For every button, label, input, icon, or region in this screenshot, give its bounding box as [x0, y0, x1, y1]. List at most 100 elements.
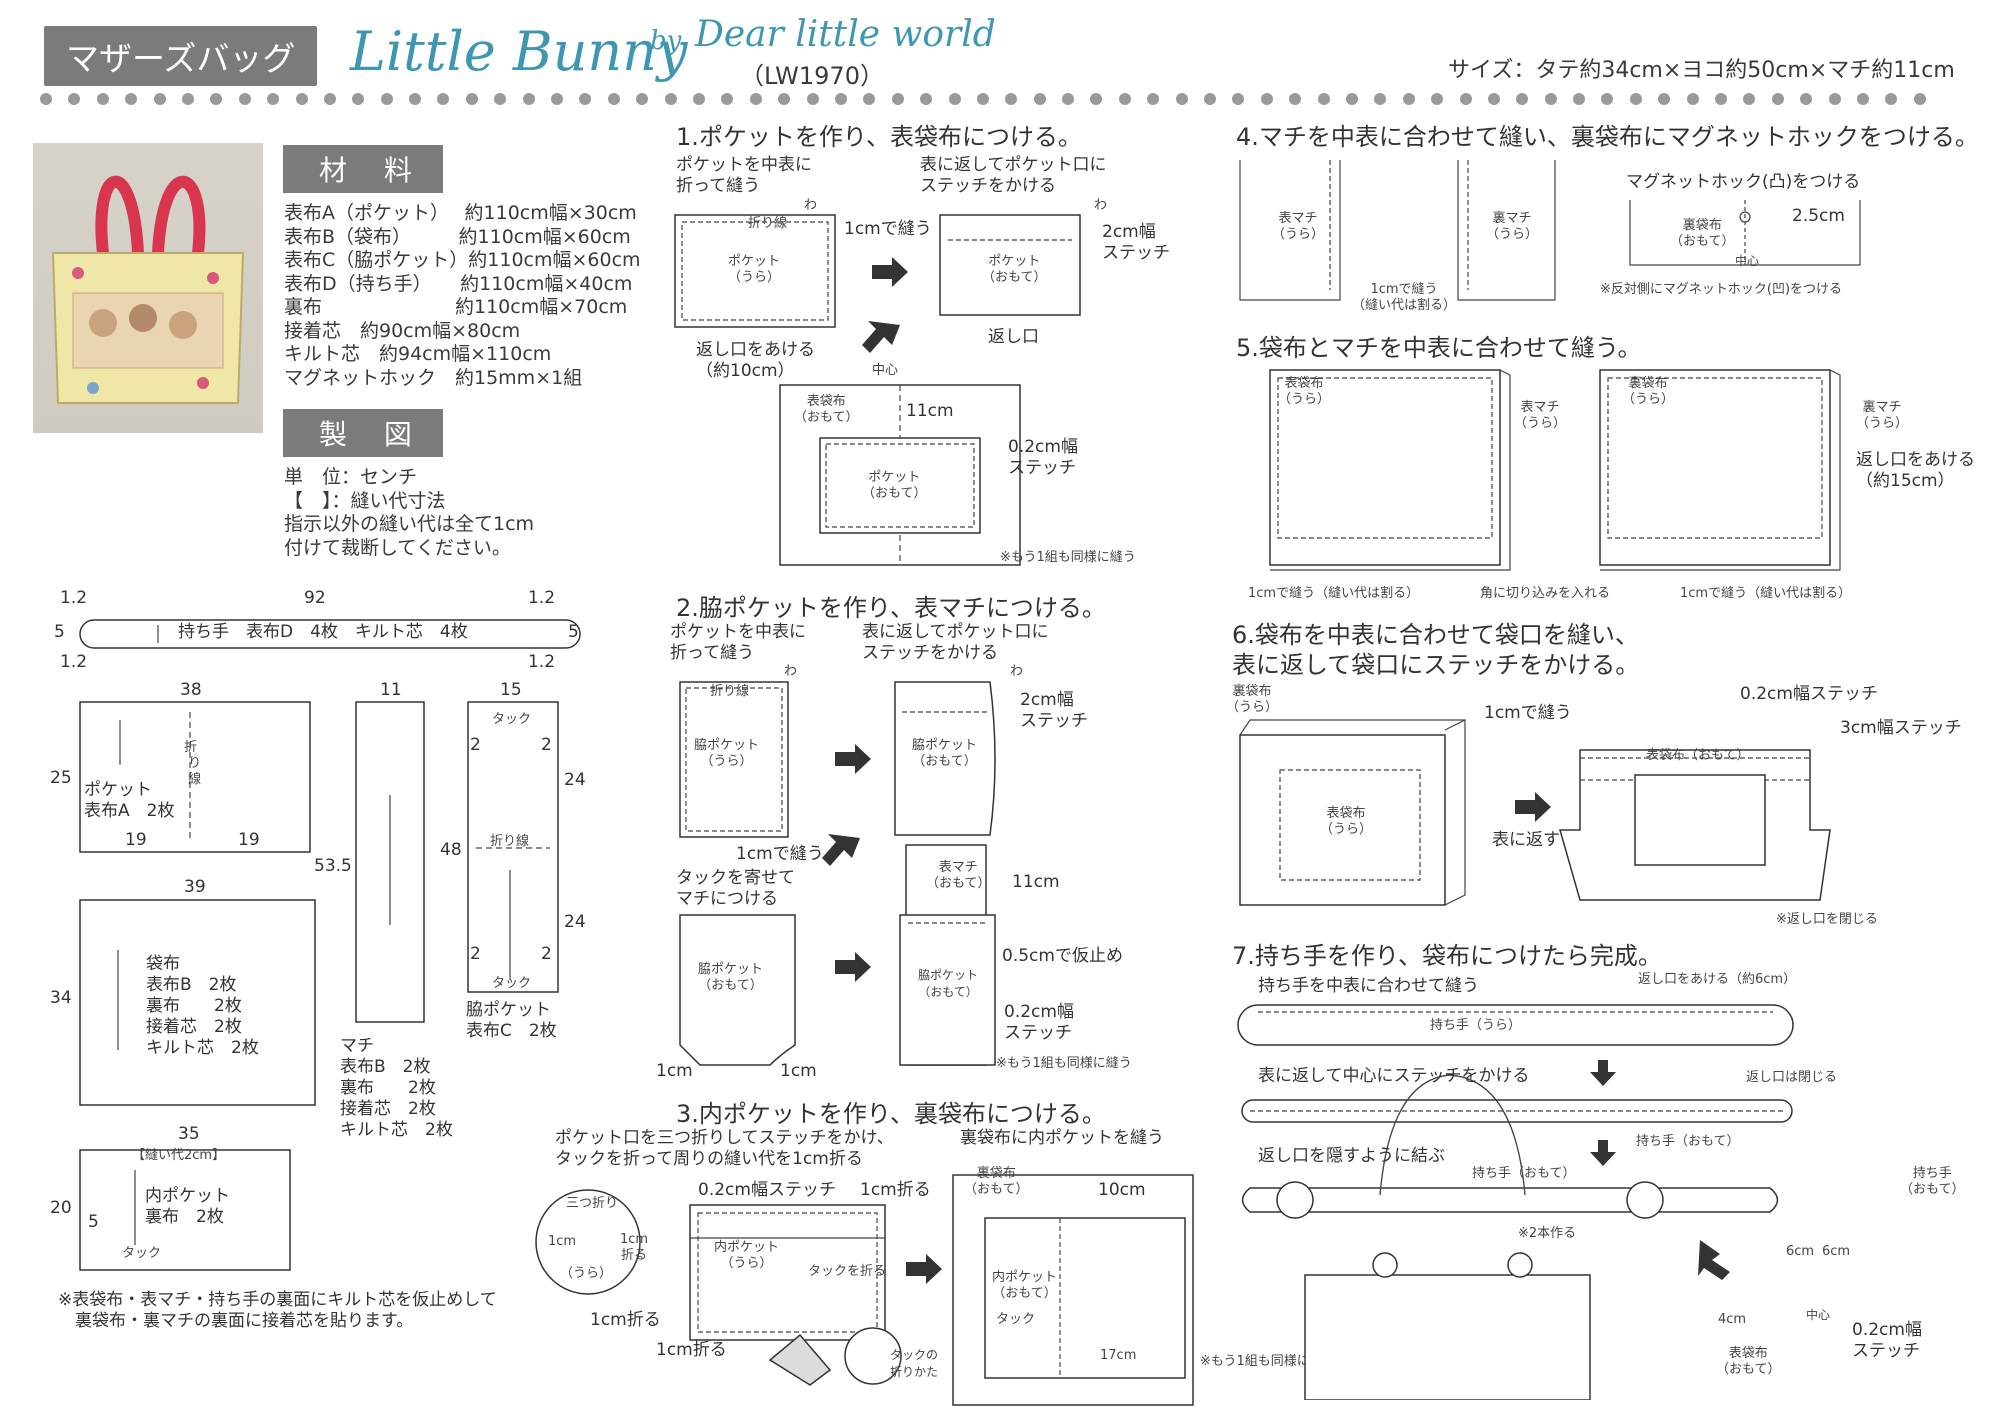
step2-tuck: タックを寄せて マチにつける — [676, 868, 795, 909]
inner-tuck: タック — [122, 1246, 162, 1261]
side-tuck-1: タック — [492, 712, 532, 727]
divider-dot — [1828, 93, 1841, 105]
divider-dot — [863, 93, 876, 105]
pattern-heading: 製 図 — [283, 409, 443, 457]
step3-fold2: 1cm折る — [590, 1310, 661, 1330]
step5-b1: 表袋布 （うら） — [1278, 376, 1331, 407]
step1-wa: わ — [804, 198, 818, 213]
step4-center: 中心 — [1735, 254, 1760, 268]
side-height: 48 — [440, 840, 462, 860]
dotted-divider — [40, 93, 1942, 105]
step7-handle-omote-3: 持ち手 （おもて） — [1900, 1166, 1965, 1197]
step2-instr-b: 表に返してポケット口に ステッチをかける — [862, 622, 1049, 663]
step5-notch: 角に切り込みを入れる — [1480, 586, 1611, 601]
divider-dot — [1601, 93, 1614, 105]
step6-sew1: 1cmで縫う — [1484, 703, 1572, 723]
step4-sew: 1cmで縫う （縫い代は割る） — [1352, 282, 1457, 313]
divider-dot — [96, 93, 109, 105]
divider-dot — [494, 93, 507, 105]
divider-dot — [68, 93, 81, 105]
step3-note: ※もう1組も同様に縫う — [1200, 1354, 1336, 1369]
divider-dot — [522, 93, 535, 105]
material-item: キルト芯 約94cm幅×110cm — [284, 343, 552, 365]
inner-height: 20 — [50, 1198, 72, 1218]
step5-opening: 返し口をあける （約15cm） — [1856, 450, 1975, 491]
step2-title: 2.脇ポケットを作り、表マチにつける。 — [676, 594, 1106, 622]
step3-fold3: 1cm折る — [656, 1340, 727, 1360]
divider-dot — [1118, 93, 1131, 105]
divider-dot — [1033, 93, 1046, 105]
step6-body-omote: 表袋布（おもて） — [1646, 748, 1750, 763]
step7-center: 中心 — [1806, 1308, 1831, 1322]
step2-stitch2: 2cm幅 ステッチ — [1020, 690, 1088, 731]
inner-width: 35 — [178, 1124, 200, 1144]
brand-title: Little Bunny — [350, 20, 688, 83]
step2-baste: 0.5cmで仮止め — [1002, 946, 1123, 966]
divider-dot — [1658, 93, 1671, 105]
side-t3: 2 — [470, 944, 481, 964]
divider-dot — [1204, 93, 1217, 105]
handle-r1: 1.2 — [60, 588, 88, 608]
step7-d6a: 6cm — [1786, 1244, 1815, 1259]
divider-dot — [380, 93, 393, 105]
step1-stitch02: 0.2cm幅 ステッチ — [1008, 437, 1078, 478]
step7-instr-b: 表に返して中心にステッチをかける — [1258, 1066, 1530, 1086]
step2-wa-2: わ — [1010, 664, 1024, 679]
materials-heading: 材 料 — [283, 145, 443, 193]
step5-sew2: 1cmで縫う（縫い代は割る） — [1680, 586, 1852, 601]
handle-label: 持ち手 表布D 4枚 キルト芯 4枚 — [178, 622, 468, 642]
handle-r3: 1.2 — [60, 652, 88, 672]
step1-diagram — [674, 214, 1081, 566]
step1-pocket-omote: ポケット （おもて） — [982, 254, 1047, 285]
step6-diagram — [1239, 719, 1831, 906]
step2-side-omote: 脇ポケット （おもて） — [912, 738, 978, 769]
pattern-note: 【 】：縫い代寸法 — [284, 489, 446, 512]
step2-side-ura: 脇ポケット （うら） — [694, 738, 760, 769]
step2-diagram — [679, 681, 996, 1066]
step2-stitch02: 0.2cm幅 ステッチ — [1004, 1002, 1074, 1043]
divider-dot — [238, 93, 251, 105]
step4-d25: 2.5cm — [1792, 206, 1845, 226]
pattern-note: 付けて裁断してください。 — [284, 536, 511, 559]
step3-tuckfold: タックを折る — [808, 1264, 887, 1279]
bag-photo — [33, 143, 263, 433]
divider-dot — [948, 93, 961, 105]
step1-opening: 返し口をあける （約10cm） — [696, 340, 815, 381]
pattern-note: 単 位：センチ — [284, 466, 418, 488]
divider-dot — [40, 93, 52, 105]
step7-opening: 返し口をあける（約6cm） — [1638, 972, 1797, 987]
step1-stitch2: 2cm幅 ステッチ — [1102, 222, 1170, 263]
step4-diagram — [1239, 160, 1861, 301]
step7-handle-omote-2: 持ち手（おもて） — [1472, 1166, 1576, 1181]
step3-d10: 10cm — [1098, 1180, 1146, 1200]
step7-title: 7.持ち手を作り、袋布につけたら完成。 — [1232, 942, 1662, 970]
divider-dot — [1260, 93, 1273, 105]
divider-dot — [551, 93, 564, 105]
step4-g2: 裏マチ （うら） — [1486, 211, 1539, 242]
divider-dot — [1771, 93, 1784, 105]
step4-lining: 裏袋布 （おもて） — [1670, 218, 1735, 249]
inner-label: 内ポケット 裏布 2枚 — [145, 1186, 230, 1227]
divider-dot — [352, 93, 365, 105]
divider-dot — [1175, 93, 1188, 105]
pattern-footnote: ※表袋布・表マチ・持ち手の裏面にキルト芯を仮止めして 裏袋布・裏マチの裏面に接着… — [58, 1290, 497, 1331]
step1-body-omote: 表袋布 （おもて） — [794, 394, 859, 425]
side-h1: 24 — [564, 770, 586, 790]
step3-lining-omote: 裏袋布 （おもて） — [964, 1166, 1029, 1197]
handle-width: 5 — [54, 622, 65, 642]
divider-dot — [295, 93, 308, 105]
step2-c2: 1cm — [780, 1061, 817, 1081]
step5-sew1: 1cmで縫う（縫い代は割る） — [1248, 586, 1420, 601]
step5-title: 5.袋布とマチを中表に合わせて縫う。 — [1236, 334, 1642, 362]
pocket-height: 25 — [50, 768, 72, 788]
step5-g2: 裏マチ （うら） — [1856, 400, 1909, 431]
step1-fold: 折り線 — [748, 216, 788, 231]
material-item: 表布C（脇ポケット）約110cm幅×60cm — [284, 249, 641, 271]
step3-tri: 三つ折り — [566, 1196, 619, 1211]
step3-instr-b: 裏袋布に内ポケットを縫う — [960, 1128, 1164, 1148]
step2-side-omote-2: 脇ポケット （おもて） — [698, 962, 764, 993]
step4-magnet: マグネットホック(凸)をつける — [1626, 172, 1861, 192]
step7-body-omote: 表袋布 （おもて） — [1716, 1346, 1781, 1377]
divider-dot — [1062, 93, 1075, 105]
